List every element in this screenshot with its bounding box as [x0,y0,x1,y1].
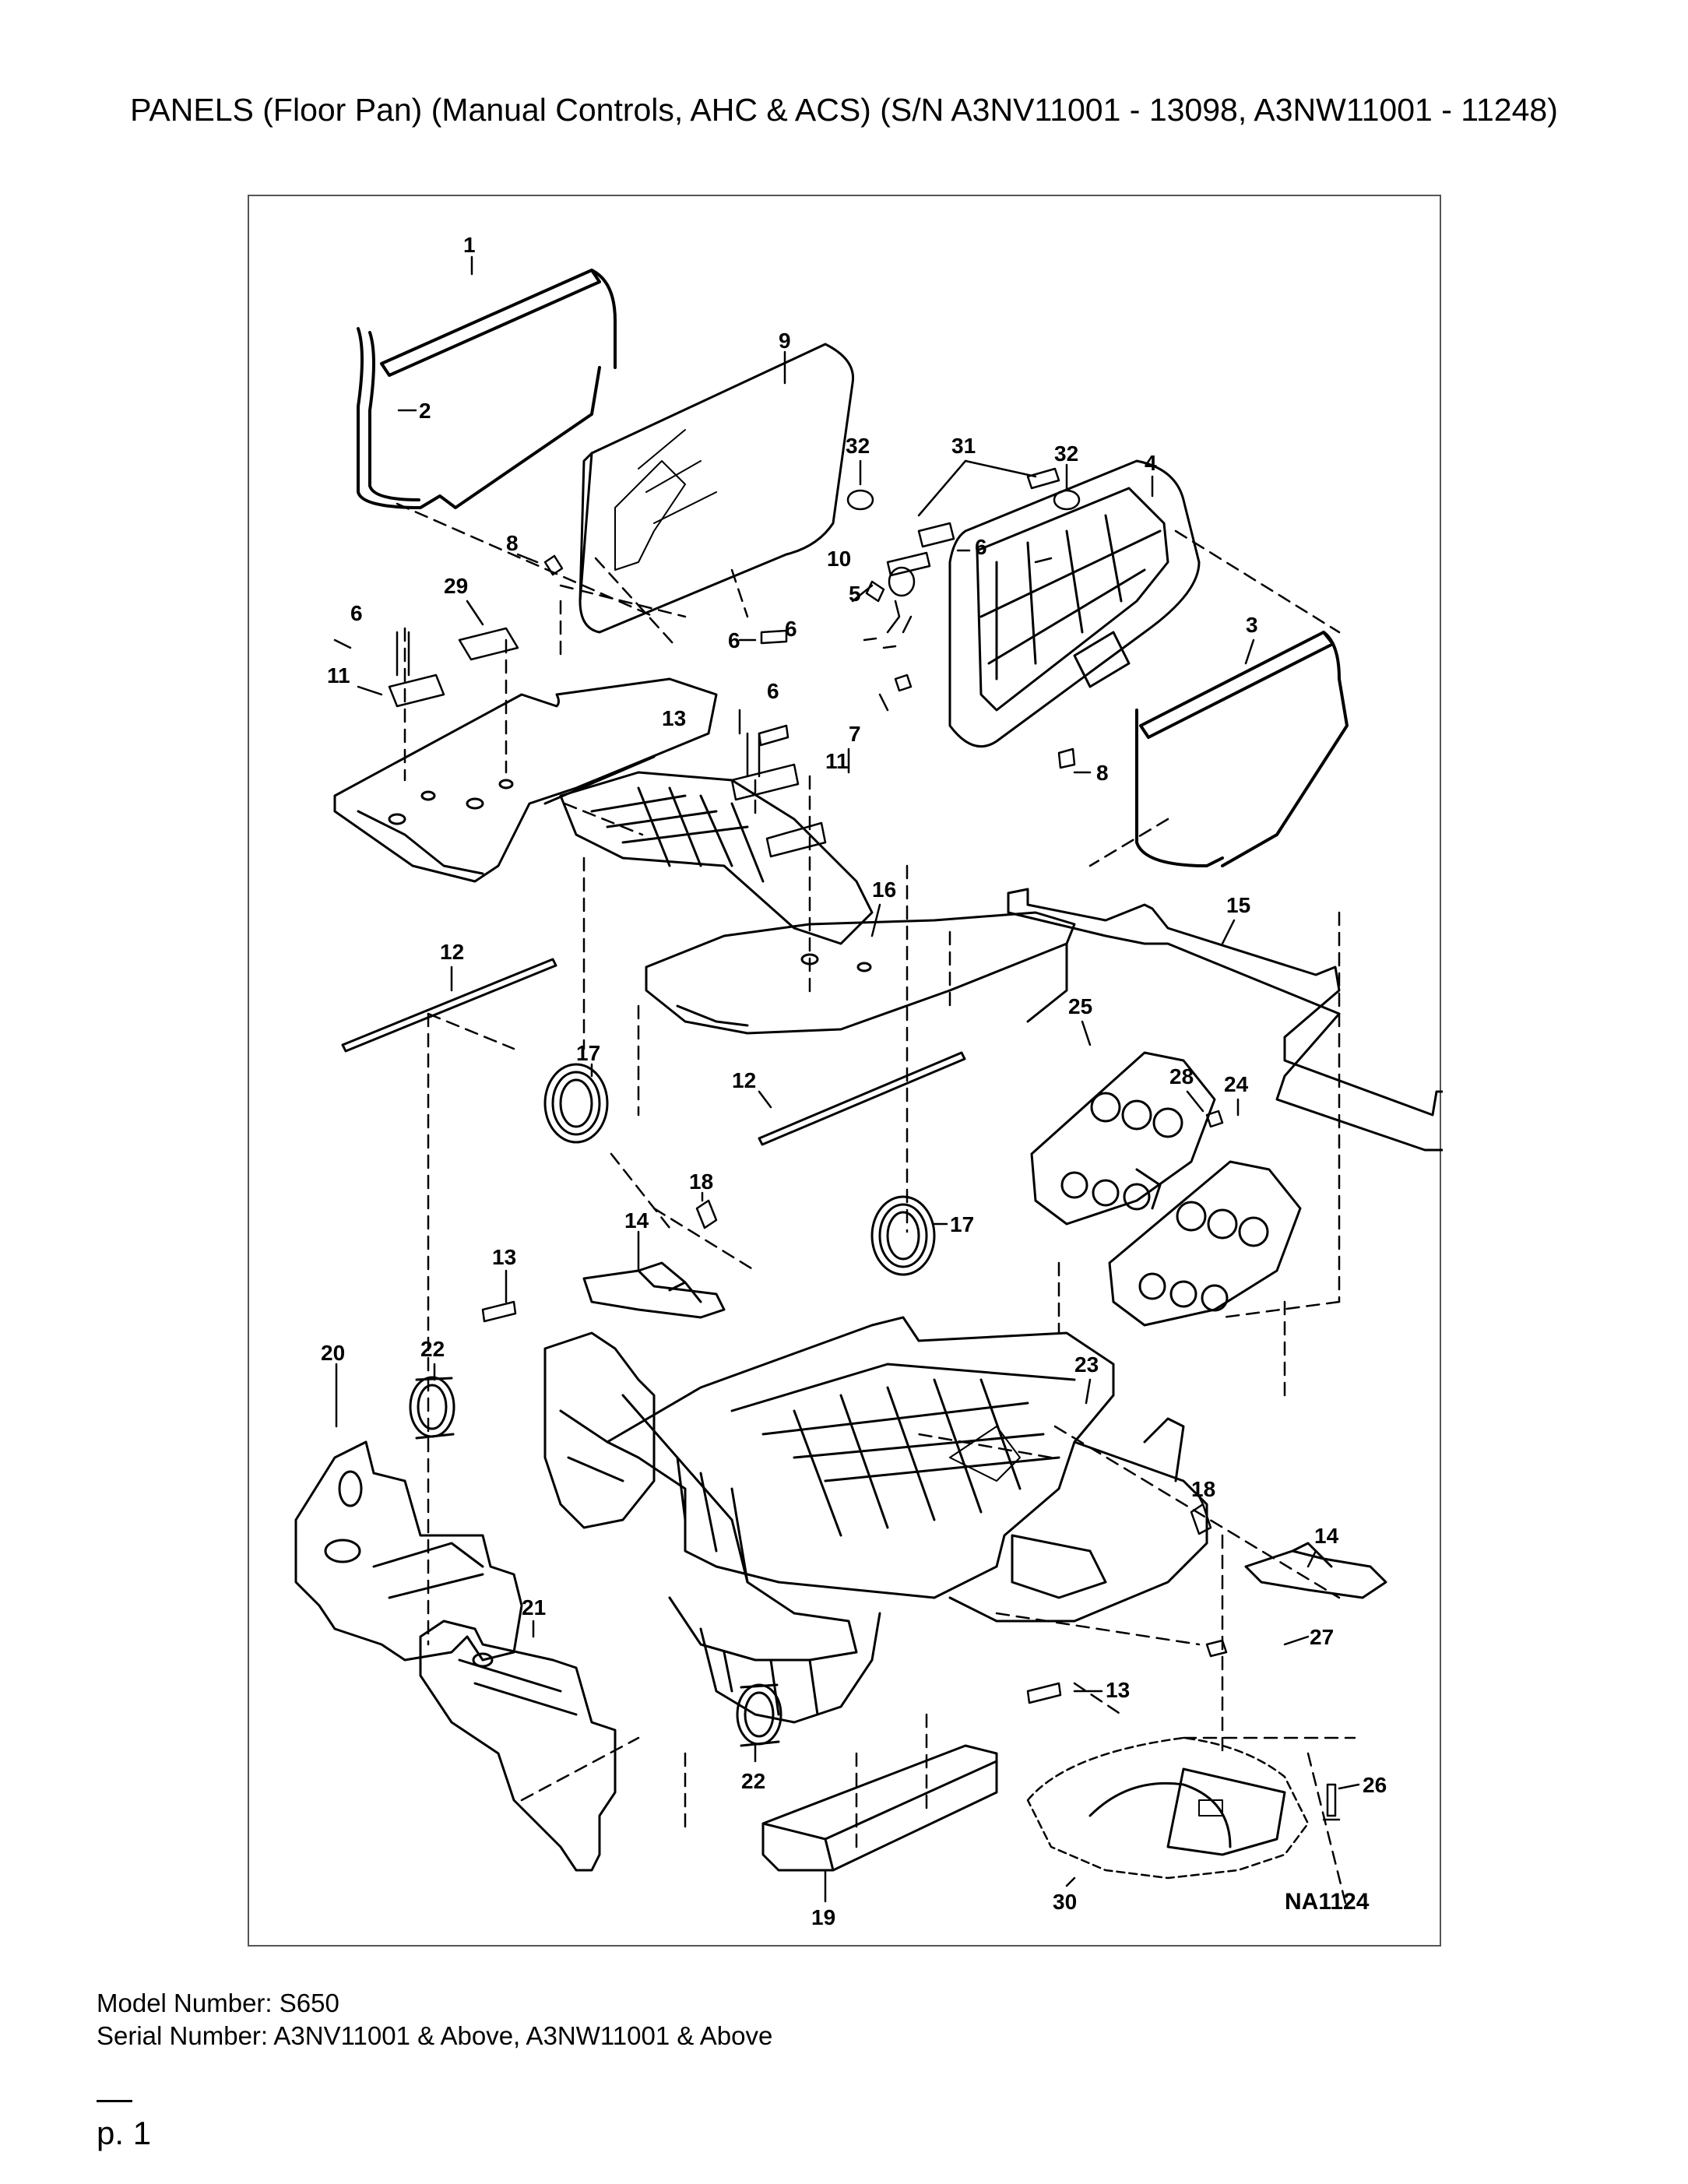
mount-plate-20 [294,1440,523,1662]
callout-11: 11 [327,663,350,688]
filter-frame [948,459,1201,748]
callout-1: 1 [463,233,476,257]
callout-6: 6 [975,535,987,559]
callout-19: 19 [811,1905,835,1929]
page-title: PANELS (Floor Pan) (Manual Controls, AHC… [130,92,1558,128]
boot-17-left [543,1063,609,1144]
rubber-strip-12 [341,958,966,1146]
boot-22-left [409,1376,455,1440]
callout-23: 23 [1074,1352,1099,1377]
boot-17-right [870,1195,936,1276]
callout-29: 29 [444,574,468,598]
upper-floor-panel-left [333,677,718,883]
control-console-grid [559,771,874,945]
callout-11: 11 [825,749,849,773]
callout-31: 31 [951,434,976,458]
callout-16: 16 [872,877,896,902]
callout-20: 20 [321,1341,345,1365]
bolts-13-26-27 [481,724,1341,1821]
callout-32: 32 [1054,441,1078,466]
callout-6: 6 [350,601,363,625]
callout-3: 3 [1246,613,1258,637]
pedal-base-24 [1108,1160,1302,1327]
wedge-18 [695,1199,1212,1535]
callout-6: 6 [785,617,797,641]
seal-15 [1007,888,1443,1152]
callout-8: 8 [506,531,519,555]
callout-labels: 1 2 9 32 31 32 4 8 6 10 29 6 5 6 6 3 11 … [321,233,1387,1929]
callout-21: 21 [522,1595,546,1620]
assembly-dashed-lines [396,502,1356,1911]
logo-cover-panel [578,343,855,634]
seal-strip-right [1135,631,1349,867]
seal-strip-lower [357,327,601,509]
floor-pan-23 [606,1316,1208,1623]
hardware-top [543,467,1081,769]
callout-5: 5 [849,582,861,606]
callout-9: 9 [779,329,791,353]
callout-14: 14 [624,1208,649,1233]
parts-diagram: 1 2 9 32 31 32 4 8 6 10 29 6 5 6 6 3 11 … [248,195,1443,1947]
callout-14: 14 [1314,1524,1339,1548]
exploded-view-illustration: 1 2 9 32 31 32 4 8 6 10 29 6 5 6 6 3 11 … [294,233,1443,1929]
upper-floor-panel-right [645,911,1076,1035]
callout-13: 13 [662,706,686,730]
callout-12: 12 [440,940,464,964]
page-number: p. 1 [97,2115,152,2151]
nut-28 [1205,1110,1224,1128]
boot-22-right [736,1683,782,1747]
foam-pad-19 [761,1744,998,1872]
callout-17: 17 [576,1041,600,1065]
callout-13: 13 [492,1245,516,1269]
cover-30 [1026,1736,1310,1880]
callout-27: 27 [1310,1625,1334,1649]
model-number: Model Number: S650 [97,1989,339,2017]
callout-8: 8 [1096,761,1109,785]
callout-4: 4 [1145,451,1157,475]
footer-divider [97,2100,132,2102]
callout-13: 13 [1106,1678,1130,1702]
callout-22: 22 [420,1337,445,1361]
callout-7: 7 [849,722,861,746]
callout-18: 18 [1191,1477,1215,1501]
callout-6: 6 [728,628,740,652]
console-frame-left [543,1331,881,1724]
callout-17: 17 [950,1212,974,1236]
mount-plate-21 [419,1620,617,1872]
callout-22: 22 [741,1769,765,1793]
callout-18: 18 [689,1169,713,1194]
callout-10: 10 [827,547,851,571]
callout-6: 6 [767,679,779,703]
pedal-base-25 [1030,1051,1216,1226]
callout-15: 15 [1226,893,1250,917]
pedal-14-left [582,1261,726,1319]
callout-24: 24 [1224,1072,1249,1096]
callout-12: 12 [732,1068,756,1092]
pedal-14-right [1244,1542,1387,1599]
seal-strip-upper [380,269,617,377]
callout-26: 26 [1363,1773,1387,1797]
callout-32: 32 [846,434,870,458]
callout-leaders [333,255,1360,1903]
callout-30: 30 [1053,1890,1077,1914]
callout-2: 2 [419,399,431,423]
figure-id: NA1124 [1285,1889,1370,1915]
callout-28: 28 [1169,1064,1194,1088]
serial-number: Serial Number: A3NV11001 & Above, A3NW11… [97,2021,773,2050]
callout-25: 25 [1068,994,1092,1018]
